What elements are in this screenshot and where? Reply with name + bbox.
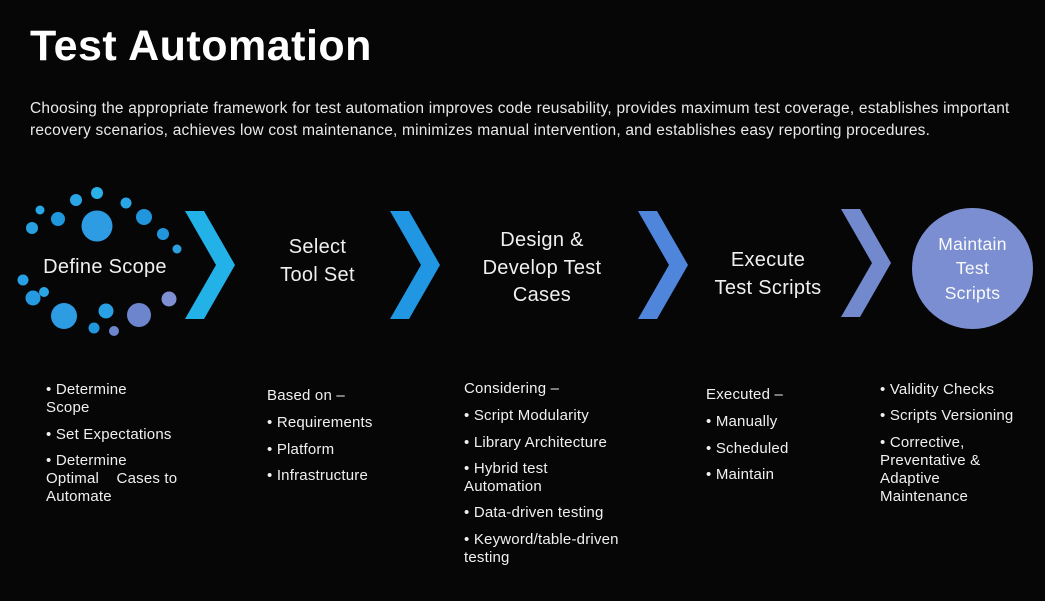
list-item: • Scheduled <box>706 439 789 457</box>
list-item: • Corrective, Preventative & Adaptive Ma… <box>880 433 981 506</box>
list-item: • Determine Scope <box>46 381 127 417</box>
list-item: • Requirements <box>267 414 373 432</box>
stage-define-scope: Define Scope <box>10 183 200 343</box>
list-heading: Considering – <box>464 380 560 397</box>
column-maintain-details: • Validity Checks • Scripts Versioning •… <box>880 381 1045 515</box>
list-item: • Validity Checks <box>880 381 995 398</box>
dot-burst-icon <box>17 187 182 336</box>
list-heading: Based on – <box>267 387 345 404</box>
chevron-right-icon <box>841 209 891 317</box>
column-define-scope-details: • Determine Scope • Set Expectations • D… <box>46 381 214 515</box>
stage-select-tool-set-label: Select Tool Set <box>280 236 355 286</box>
list-heading: Executed – <box>706 386 784 403</box>
list-item: • Maintain <box>706 465 775 483</box>
page-title: Test Automation <box>30 22 372 70</box>
list-item: • Infrastructure <box>267 466 368 484</box>
stage-design-develop-label: Design & Develop Test Cases <box>482 229 602 307</box>
slide-subtitle: Choosing the appropriate framework for t… <box>30 100 1010 139</box>
list-item: • Platform <box>267 440 335 458</box>
chevron-right-icon <box>390 211 440 319</box>
chevron-right-icon <box>185 211 235 319</box>
column-design-details: Considering – • Script Modularity • Libr… <box>464 380 656 575</box>
stage-execute-scripts-label: Execute Test Scripts <box>714 249 822 299</box>
stage-define-scope-label: Define Scope <box>43 256 167 278</box>
list-item: • Keyword/table-driven testing <box>464 530 619 567</box>
list-item: • Determine Optimal Cases to Automate <box>46 451 178 506</box>
list-item: • Library Architecture <box>464 433 608 451</box>
stage-maintain-circle: Maintain Test Scripts <box>912 208 1033 329</box>
list-item: • Script Modularity <box>464 407 589 425</box>
column-tool-set-details: Based on – • Requirements • Platform • I… <box>267 387 409 493</box>
list-item: • Manually <box>706 413 778 431</box>
list-item: • Hybrid test Automation <box>464 459 548 496</box>
list-item: • Set Expectations <box>46 425 172 443</box>
stage-maintain-label: Maintain Test Scripts <box>938 233 1007 303</box>
list-item: • Scripts Versioning <box>880 407 1014 425</box>
list-item: • Data-driven testing <box>464 504 604 522</box>
column-execute-details: Executed – • Manually • Scheduled • Main… <box>706 386 838 492</box>
chevron-right-icon <box>638 211 688 319</box>
